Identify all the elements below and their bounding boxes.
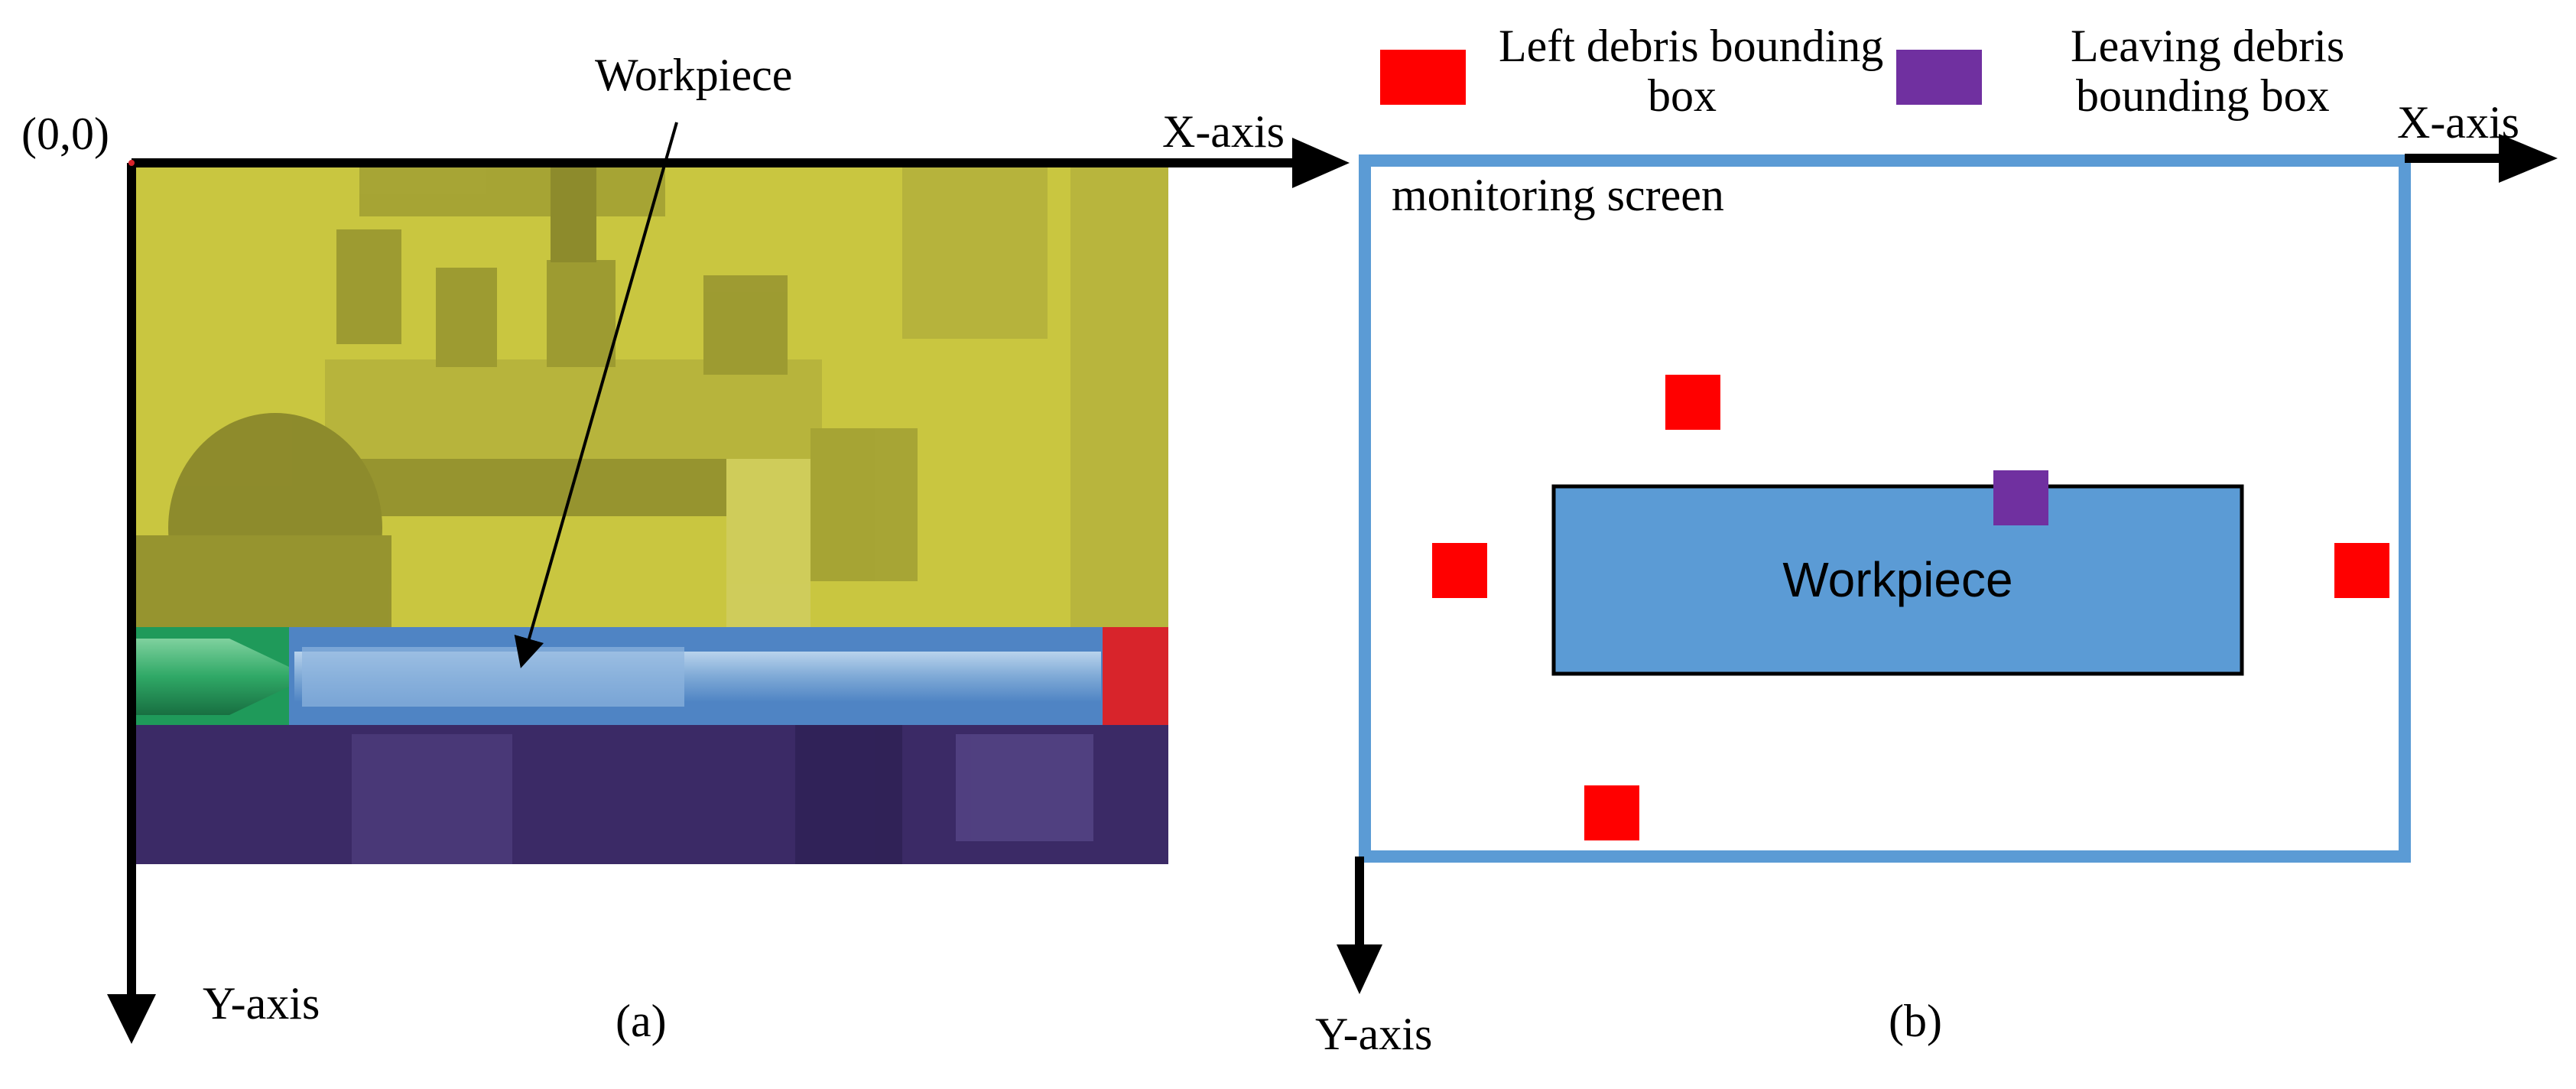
left-debris-box [2334,543,2389,598]
right-region-overlay [1103,627,1168,725]
chuck-taper [132,639,289,715]
bottom-region-overlay [132,725,1168,864]
y-axis-arrowhead-b [1337,944,1382,994]
legend-left-debris-line1: Left debris bounding [1499,21,1883,71]
legend-left-debris-swatch [1380,50,1466,105]
leaving-debris-box [1993,470,2048,525]
left-debris-box [1432,543,1487,598]
legend-left-debris-line2: box [1648,70,1717,121]
workpiece-box [1551,484,2244,676]
panel-a: Workpiece (0,0) X-axis Y-axis (a) [21,50,1350,1046]
x-axis-label-a: X-axis [1162,106,1285,157]
monitoring-screen-label: monitoring screen [1392,170,1724,220]
panel-b: Left debris bounding box Leaving debris … [1315,21,2558,1059]
y-axis-label-a: Y-axis [203,978,320,1029]
legend-leaving-debris-line2: bounding box [2076,70,2330,121]
workpiece-label-a: Workpiece [595,50,792,100]
left-debris-box [1665,375,1720,430]
x-axis-label-b: X-axis [2397,97,2519,148]
tool-holder-silhouette [132,163,1168,642]
workpiece-pointer-arrow [514,122,678,668]
workpiece-label-b: Workpiece [1782,552,2012,607]
workpiece-thread [302,647,684,707]
origin-dot [128,160,135,166]
caption-b: (b) [1889,996,1942,1046]
caption-a: (a) [616,996,667,1046]
legend-leaving-debris-line1: Leaving debris [2071,21,2344,71]
machining-photo [132,163,1168,864]
y-axis-arrowhead-a [107,994,156,1044]
y-axis-label-b: Y-axis [1315,1009,1432,1059]
origin-label: (0,0) [21,109,109,159]
left-debris-box [1584,785,1639,840]
x-axis-arrowhead-a [1292,138,1350,188]
legend-leaving-debris-swatch [1896,50,1982,105]
x-axis-arrowhead-b [2499,134,2558,183]
bottom-silhouettes [352,725,1093,864]
